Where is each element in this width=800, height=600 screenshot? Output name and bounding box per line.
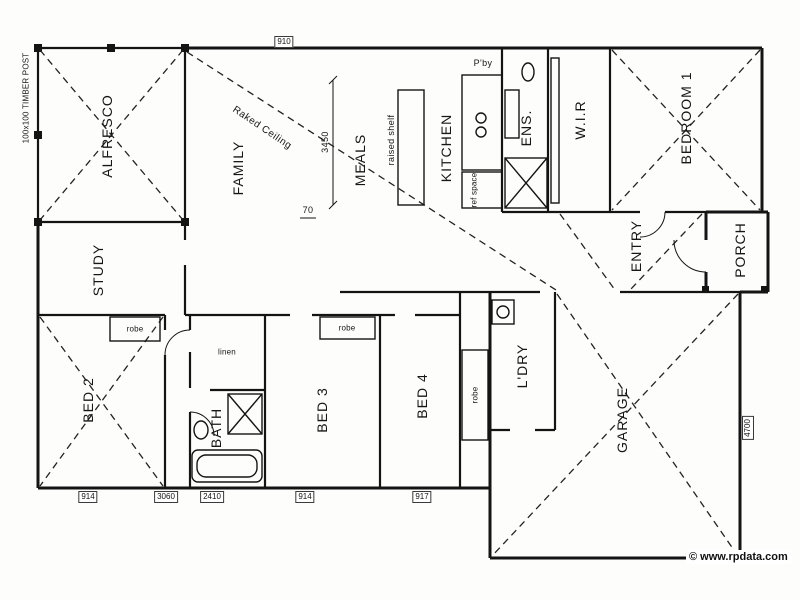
fixtures <box>109 57 560 483</box>
fridge-space <box>461 171 503 209</box>
room-label-bedroom1: BEDROOM 1 <box>678 71 694 165</box>
sink-icon <box>475 112 487 124</box>
kitchen-bench <box>461 74 503 171</box>
room-label-wir: W.I.R <box>572 100 588 140</box>
room-label-porch: PORCH <box>732 222 748 278</box>
bathtub <box>191 449 263 483</box>
room-label-study: STUDY <box>90 243 106 297</box>
garage-dim: 4700 <box>742 416 754 440</box>
toilet-icon <box>193 420 209 440</box>
robe-bed2 <box>109 316 161 342</box>
window-dim-1: 914 <box>78 491 98 503</box>
ens-vanity <box>504 89 520 139</box>
dimension-lines <box>300 75 338 219</box>
window-dim-5: 917 <box>412 491 432 503</box>
dashed-ceiling-lines <box>39 49 761 557</box>
room-label-bed4: BED 4 <box>414 373 430 419</box>
toilet-icon <box>521 62 535 82</box>
window-dim-top: 910 <box>274 36 294 48</box>
room-label-garage: GARAGE <box>614 387 630 453</box>
bath-shower <box>227 393 263 435</box>
room-label-ldry: L'DRY <box>514 343 530 389</box>
note-robe-bed4: robe <box>470 386 480 404</box>
note-pantry: P'by <box>473 58 493 68</box>
door-arcs <box>164 211 707 437</box>
window-dim-3: 2410 <box>200 491 224 503</box>
dim-70: 70 <box>302 205 314 215</box>
rpdata-watermark: © www.rpdata.com <box>686 550 791 564</box>
dim-3450: 3450 <box>320 131 330 153</box>
sink-icon <box>475 126 487 138</box>
room-label-bath: BATH <box>208 407 224 449</box>
room-label-kitchen: KITCHEN <box>438 113 454 183</box>
room-label-family: FAMILY <box>230 140 246 196</box>
room-label-alfresco: ALFRESCO <box>99 94 115 178</box>
room-label-bed2: BED 2 <box>80 377 96 423</box>
room-label-entry: ENTRY <box>628 219 644 273</box>
room-label-ens: ENS. <box>518 109 534 147</box>
window-dim-4: 914 <box>295 491 315 503</box>
note-robe-bed3: robe <box>338 323 356 333</box>
ens-shower <box>504 157 548 209</box>
note-ref-space: ref space <box>469 172 479 208</box>
note-robe-bed2: robe <box>126 324 144 334</box>
room-label-meals: MEALS <box>352 133 368 187</box>
kitchen-island <box>397 89 425 206</box>
robe-bed4 <box>461 349 489 441</box>
robe-bed3 <box>319 316 376 340</box>
room-label-bed3: BED 3 <box>314 387 330 433</box>
window-dim-2: 3060 <box>154 491 178 503</box>
note-linen: linen <box>218 347 236 357</box>
wir-rail <box>550 57 560 204</box>
note-timber-post: 100x100 TIMBER POST <box>21 52 31 144</box>
laundry-tub <box>491 299 515 325</box>
timber-posts <box>34 44 768 293</box>
note-raised-shelf: raised shelf <box>386 114 396 166</box>
outer-walls <box>36 46 770 560</box>
